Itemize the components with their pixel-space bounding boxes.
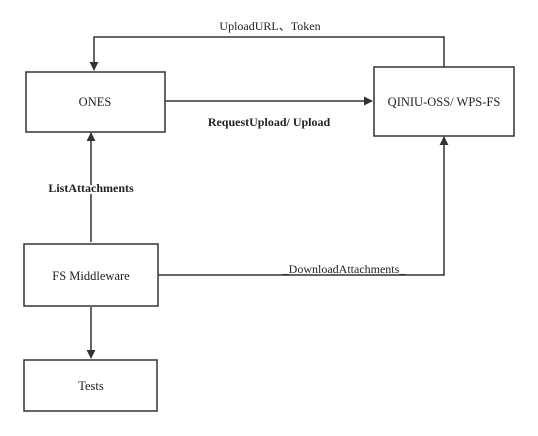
node-label-fs-middleware: FS Middleware [52,269,130,283]
node-tests: Tests [23,359,158,412]
edge-label-download-attachments: _DownloadAttachments_ [282,262,407,276]
node-ones: ONES [25,71,166,133]
node-fs-middleware: FS Middleware [23,243,159,307]
edge-label-upload-url: UploadURL、Token [219,19,320,33]
edge-download-attachments [158,136,449,276]
node-label-tests: Tests [78,379,104,393]
edge-label-request-upload: RequestUpload/ Upload [208,115,331,129]
node-label-ones: ONES [79,95,112,109]
edge-upload-url [89,36,445,71]
edge-label-list-attachments: ListAttachments [48,181,134,195]
node-label-oss: QINIU-OSS/ WPS-FS [388,95,501,109]
node-oss: QINIU-OSS/ WPS-FS [373,66,515,137]
